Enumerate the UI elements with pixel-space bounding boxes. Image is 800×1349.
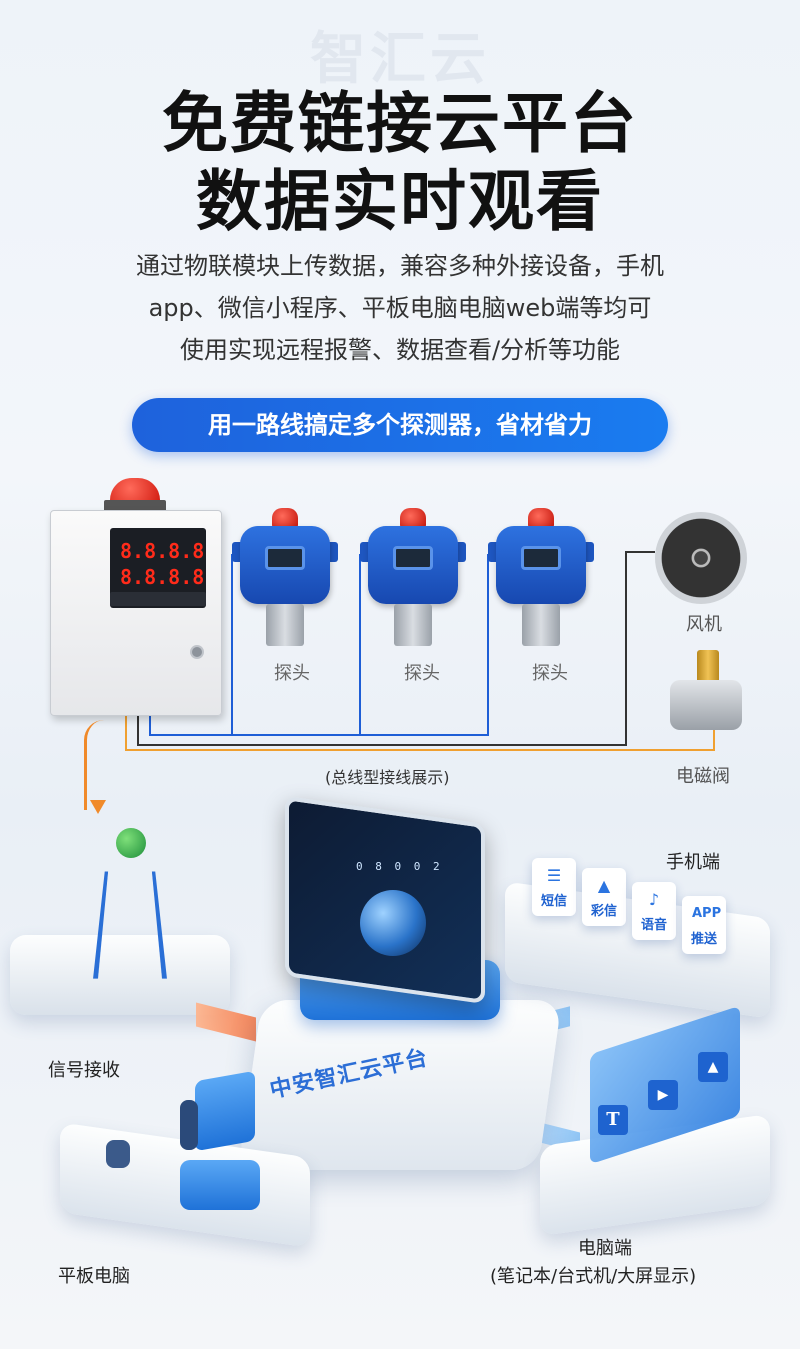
dashboard-counter: 0 8 0 0 2: [356, 860, 443, 873]
gas-detector-2: [358, 508, 468, 648]
person-figure: [106, 1140, 130, 1168]
card-mms-label: 彩信: [590, 904, 617, 919]
valve-actuator: [697, 650, 719, 684]
detector-screen: [265, 546, 305, 570]
detector-body: [368, 526, 458, 604]
pc-subtitle: (笔记本/台式机/大屏显示): [490, 1266, 697, 1287]
globe-icon: [360, 890, 426, 956]
led-readout-top: 8.8.8.8: [120, 539, 205, 563]
valve-label: 电磁阀: [676, 766, 730, 787]
detector-alarm-icon: [528, 508, 554, 528]
alarm-siren-icon: [110, 478, 160, 504]
lock-icon: [190, 645, 204, 659]
tablet-screen-icon: [195, 1070, 255, 1152]
card-push-label: 推送: [690, 932, 717, 947]
controller-keypad: [110, 592, 206, 606]
card-push: APP 推送: [682, 896, 726, 954]
signal-receive-label: 信号接收: [48, 1060, 120, 1081]
probe-label-1: 探头: [274, 663, 310, 684]
probe-label-2: 探头: [404, 663, 440, 684]
fan-icon: [655, 512, 747, 604]
detector-alarm-icon: [400, 508, 426, 528]
description-line-3: 使用实现远程报警、数据查看/分析等功能: [179, 336, 621, 364]
page-title-line1: 免费链接云平台: [162, 85, 638, 162]
flow-arrow: [84, 720, 114, 810]
signal-tower-icon: [93, 871, 167, 979]
fan-label: 风机: [686, 614, 722, 635]
app-icon: APP: [692, 906, 722, 921]
card-mms: ▲ 彩信: [582, 868, 626, 926]
detector-sensor: [522, 604, 560, 646]
page-title-line2: 数据实时观看: [196, 163, 604, 240]
pc-title: 电脑端: [578, 1238, 632, 1259]
highlight-banner: 用一路线搞定多个探测器，省材省力: [132, 398, 668, 452]
detector-body: [240, 526, 330, 604]
tablet-label: 平板电脑: [58, 1266, 130, 1287]
image-icon: ▲: [698, 1052, 728, 1082]
card-voice: ♪ 语音: [632, 882, 676, 940]
gas-detector-3: [486, 508, 596, 648]
card-sms: ☰ 短信: [532, 858, 576, 916]
solenoid-valve-icon: [670, 680, 742, 730]
bus-caption: (总线型接线展示): [325, 768, 450, 787]
arrow-down-icon: [90, 800, 106, 814]
antenna-icon: [116, 828, 146, 858]
phone-title: 手机端: [666, 852, 720, 873]
gas-detector-1: [230, 508, 340, 648]
led-readout-bottom: 8.8.8.8: [120, 565, 205, 589]
description-line-2: app、微信小程序、平板电脑电脑web端等均可: [148, 294, 652, 322]
card-voice-label: 语音: [640, 918, 667, 933]
detector-alarm-icon: [272, 508, 298, 528]
message-lines-icon: ☰: [546, 866, 562, 885]
detector-screen: [521, 546, 561, 570]
play-icon: [180, 1160, 260, 1210]
play-icon: ▶: [648, 1080, 678, 1110]
tower-platform: [10, 935, 230, 1015]
detector-body: [496, 526, 586, 604]
image-icon: ▲: [597, 876, 611, 895]
person-figure: [180, 1100, 198, 1150]
detector-sensor: [394, 604, 432, 646]
description-line-1: 通过物联模块上传数据，兼容多种外接设备，手机: [136, 252, 664, 280]
text-icon: T: [598, 1105, 628, 1135]
probe-label-3: 探头: [532, 663, 568, 684]
detector-sensor: [266, 604, 304, 646]
card-sms-label: 短信: [540, 894, 567, 909]
watermark-text: 智汇云: [310, 27, 490, 92]
detector-screen: [393, 546, 433, 570]
microphone-icon: ♪: [648, 890, 660, 909]
